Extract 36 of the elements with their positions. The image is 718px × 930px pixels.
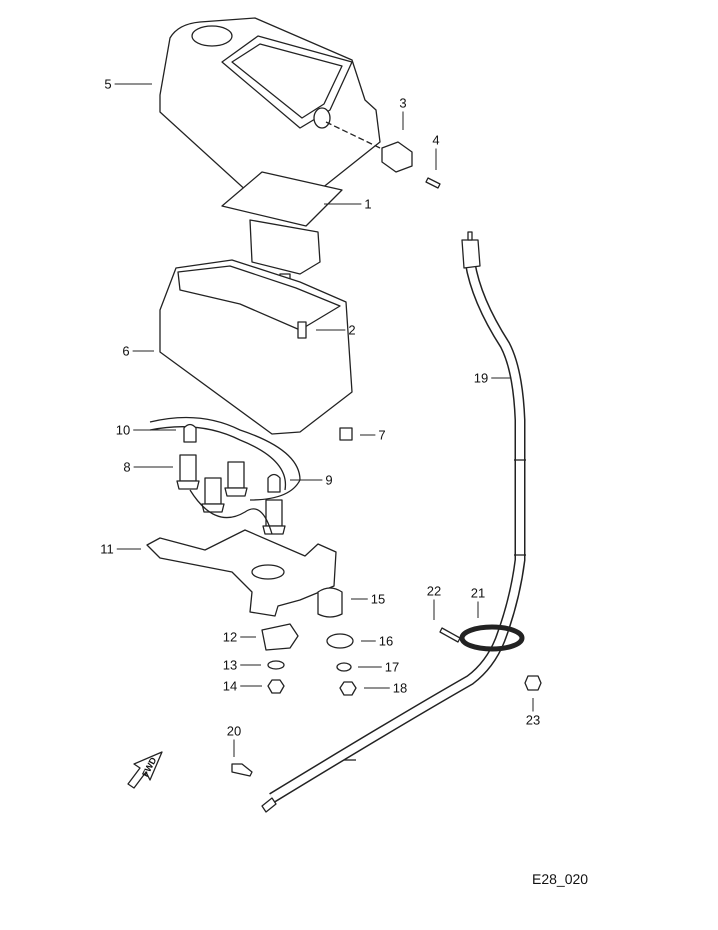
callout-number: 6 [121,344,131,358]
leader-line [132,350,154,352]
leader-line [240,636,256,638]
callout-number: 9 [324,472,334,488]
callout-number: 14 [222,678,238,694]
callout-number: 5 [103,76,113,92]
callout-number: 20 [226,724,242,738]
direction-label: FWD [140,756,158,778]
leader-line [360,640,376,642]
leader-line [116,548,142,550]
callout-number: 3 [398,96,408,110]
callout-number: 8 [122,460,132,474]
leader-line [350,598,368,600]
callout-number: 11 [99,542,115,556]
drawing-code: E28_020 [532,871,588,887]
callout-number: 10 [114,422,132,438]
callout-number: 7 [377,428,387,442]
callout-number: 13 [222,658,238,672]
leader-line [532,698,534,712]
callout-number: 22 [426,584,442,598]
leader-line [240,664,262,666]
callout-number: 1 [363,196,373,212]
callout-number: 4 [431,132,441,148]
callout-number: 16 [378,634,394,648]
callout-number: 17 [384,660,400,674]
leader-line [360,434,376,436]
leader-line [402,111,404,130]
callout-number: 2 [347,322,357,338]
leader-line [358,666,382,668]
callout-number: 15 [370,592,386,606]
callout-number: 12 [222,630,238,644]
callout-number: 19 [472,370,490,386]
callout-number: 23 [524,712,542,728]
leader-line [133,466,174,468]
callout-number: 21 [470,586,486,600]
callout-number: 18 [392,680,408,696]
